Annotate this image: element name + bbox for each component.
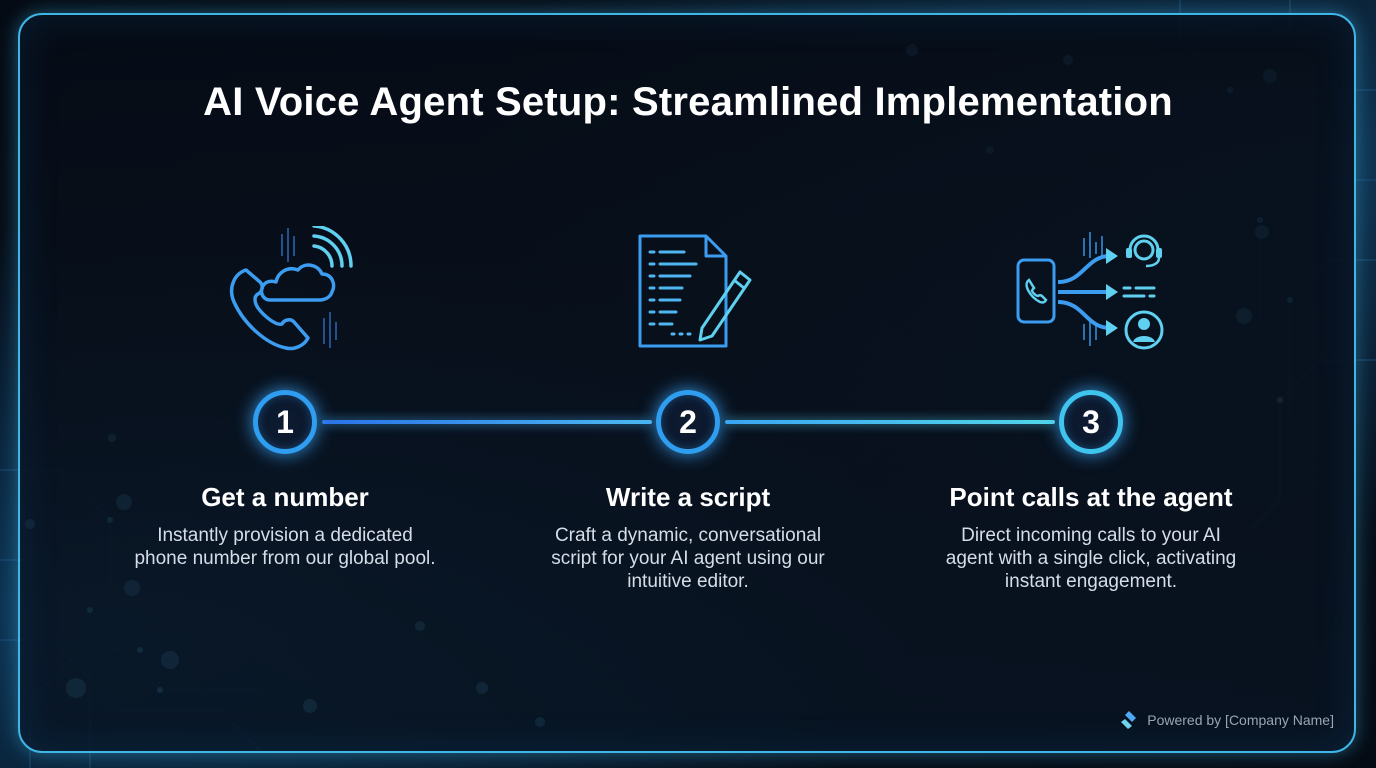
- step-1-title: Get a number: [201, 482, 369, 512]
- call-routing-icon: [1016, 232, 1164, 350]
- step-1-badge: 1: [253, 390, 317, 454]
- step-2-badge: 2: [656, 390, 720, 454]
- footer: Powered by [Company Name]: [1119, 710, 1334, 730]
- step-3-description: Direct incoming calls to your AI agent w…: [945, 525, 1237, 592]
- step-2-description: Craft a dynamic, conversational script f…: [551, 525, 825, 592]
- connector-line-1-2: [322, 420, 652, 424]
- company-logo-icon: [1121, 711, 1137, 729]
- step-1-description: Instantly provision a dedicated phone nu…: [134, 525, 436, 569]
- step-3-badge: 3: [1059, 390, 1123, 454]
- step-2-title: Write a script: [605, 482, 771, 512]
- main-panel: [18, 13, 1356, 753]
- script-document-pen-icon: [638, 234, 752, 348]
- page-title: AI Voice Agent Setup: Streamlined Implem…: [203, 80, 1173, 124]
- footer-text: Powered by [Company Name]: [1147, 712, 1334, 728]
- step-3-title: Point calls at the agent: [949, 482, 1233, 512]
- phone-cloud-icon: [229, 226, 353, 351]
- connector-line-2-3: [725, 420, 1055, 424]
